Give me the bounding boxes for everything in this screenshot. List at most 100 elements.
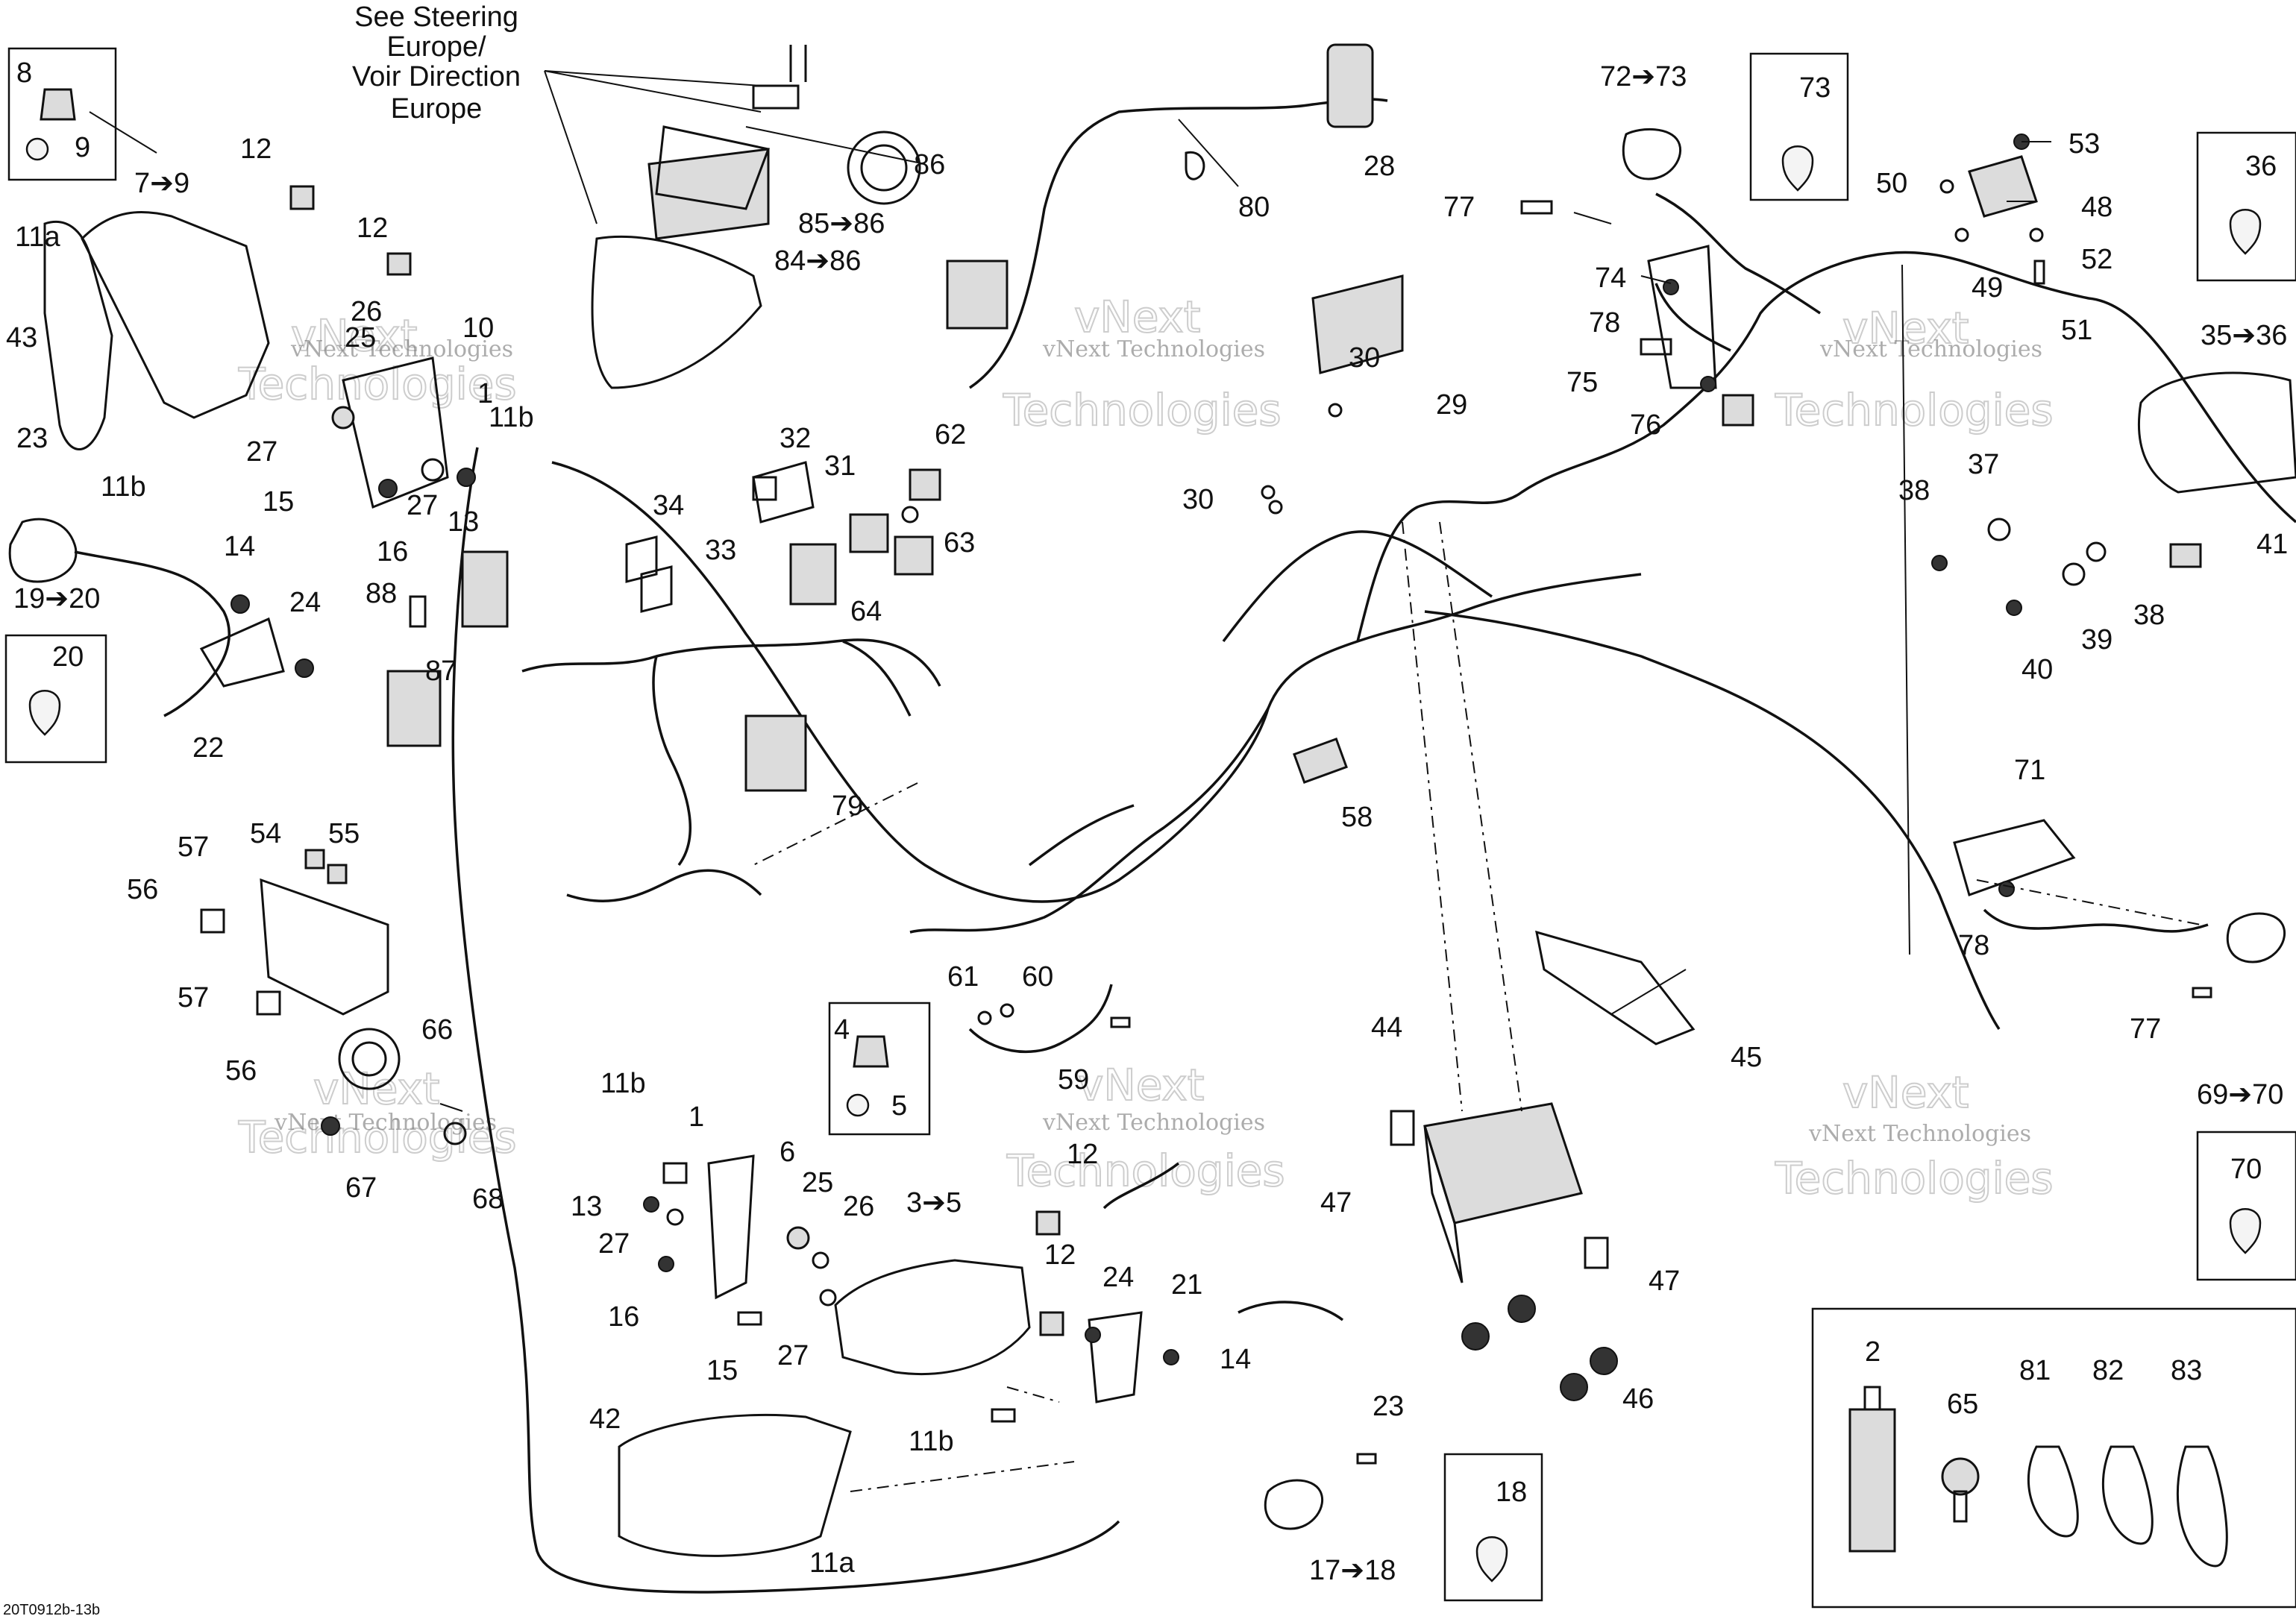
label-86: 86 — [914, 149, 945, 180]
bulb-73-icon — [1781, 145, 1814, 192]
label-1: 1 — [477, 378, 493, 409]
label-58: 58 — [1341, 802, 1373, 833]
label-11b-d: 11b — [909, 1426, 954, 1457]
nut-67-icon — [321, 1116, 340, 1136]
label-87: 87 — [425, 656, 457, 687]
nut-78a-icon — [1663, 279, 1679, 295]
tube-2-cap-icon — [1863, 1386, 1881, 1411]
watermark-small-4: vNext Technologies — [274, 1110, 497, 1136]
rear-right-turn-signal — [1953, 819, 2296, 1281]
drawing-code: 20T0912b-13b — [3, 1602, 100, 1618]
screw-30a-icon — [1328, 403, 1343, 418]
watermark-big-2a: vNext — [1074, 292, 1200, 342]
bracket-1-icon — [342, 356, 449, 509]
label-40: 40 — [2021, 654, 2053, 685]
label-36: 36 — [2245, 151, 2277, 182]
watermark-small-5: vNext Technologies — [1042, 1110, 1265, 1136]
bracket-21-icon — [1088, 1311, 1143, 1403]
clip-12d-icon — [1039, 1311, 1064, 1336]
label-11a-top: 11a — [15, 221, 60, 253]
clip-12c-icon — [1035, 1210, 1061, 1236]
nut-76-icon — [1700, 376, 1716, 392]
battery-44-side-icon — [1423, 1125, 1464, 1283]
bulb-box-8-9 — [7, 47, 117, 181]
grommet-46b-icon — [1461, 1322, 1490, 1351]
note-line-3: Voir Direction — [352, 61, 521, 92]
connector-76-icon — [1722, 394, 1754, 427]
label-78a: 78 — [1589, 307, 1620, 339]
connector-62-icon — [909, 468, 941, 501]
label-29: 29 — [1436, 389, 1467, 421]
washer-50-icon — [1939, 179, 1954, 194]
screw-75-icon — [1640, 338, 1672, 356]
label-66: 66 — [421, 1014, 453, 1046]
horn-66-icon — [338, 1028, 401, 1090]
turn-signal-69-icon — [2226, 912, 2286, 963]
label-63: 63 — [944, 527, 975, 559]
label-49: 49 — [1972, 272, 2003, 304]
watermark-big-3b: Technologies — [1775, 385, 2054, 436]
label-22: 22 — [192, 732, 224, 764]
washer-68-icon — [443, 1122, 467, 1145]
ground-wires — [968, 984, 1131, 1054]
label-27d: 27 — [777, 1340, 809, 1371]
nut-14-icon — [230, 594, 250, 614]
leader-lines — [89, 70, 2201, 1492]
tube-2-icon — [1848, 1408, 1896, 1553]
note-line-2: Europe/ — [386, 31, 486, 63]
label-16b: 16 — [608, 1301, 639, 1333]
connector-block-icon — [461, 550, 509, 628]
label-11a-b: 11a — [809, 1547, 855, 1579]
label-74: 74 — [1595, 263, 1626, 294]
accessories-box — [1811, 1307, 2296, 1609]
label-28: 28 — [1364, 151, 1395, 182]
bracket-top-icon — [752, 84, 800, 110]
label-23b: 23 — [1373, 1391, 1404, 1422]
note-line-4: Europe — [391, 93, 483, 125]
connector-41-icon — [2169, 543, 2202, 568]
nut-14b-icon — [1163, 1349, 1179, 1365]
watermark-big-2b: Technologies — [1003, 385, 1282, 436]
rear-turn-signal-assembly — [1520, 52, 1849, 427]
watermark-big-5a: vNext — [1078, 1060, 1204, 1110]
label-57a: 57 — [178, 831, 209, 863]
bulb-box-70 — [2196, 1131, 2296, 1281]
label-2: 2 — [1865, 1336, 1881, 1368]
label-26b: 26 — [843, 1191, 874, 1222]
switch-31-body-icon — [789, 543, 837, 606]
label-27c: 27 — [598, 1228, 630, 1260]
washer-27d-icon — [819, 1289, 837, 1307]
screw-30c-icon — [1268, 500, 1283, 515]
label-32: 32 — [780, 423, 811, 454]
cable-tie-82-icon — [2102, 1445, 2154, 1545]
label-64: 64 — [850, 596, 882, 627]
taillight-35-icon — [2137, 371, 2296, 494]
cable-tie-80-icon — [1185, 151, 1205, 180]
label-53: 53 — [2068, 128, 2100, 160]
pad-47a-icon — [1390, 1110, 1415, 1146]
label-77a: 77 — [1443, 192, 1475, 223]
label-46: 46 — [1622, 1383, 1654, 1415]
label-1b: 1 — [689, 1101, 704, 1133]
accessories-frame — [1811, 1307, 2296, 1609]
spacer-25-icon — [331, 406, 355, 430]
label-71: 71 — [2014, 755, 2045, 786]
nut-40-icon — [2006, 600, 2022, 616]
clip-63-icon — [901, 506, 919, 524]
fuse-88-icon — [409, 595, 427, 628]
clip-12-b-icon — [386, 252, 412, 276]
bulb-5-icon — [846, 1093, 870, 1117]
label-47b: 47 — [1649, 1266, 1680, 1297]
label-30a: 30 — [1349, 342, 1380, 374]
nut-56a-icon — [200, 908, 225, 934]
label-27b: 27 — [407, 490, 438, 521]
label-25: 25 — [345, 322, 376, 353]
clip-12-a-icon — [289, 185, 315, 210]
label-33: 33 — [705, 535, 736, 566]
nut-13-icon — [457, 468, 476, 487]
label-77b: 77 — [2130, 1013, 2161, 1045]
washer-37a-icon — [1987, 518, 2011, 541]
bulb-70-icon — [2229, 1208, 2262, 1254]
nut-56b-icon — [256, 990, 281, 1016]
watermark-big-1b: Technologies — [238, 359, 517, 409]
